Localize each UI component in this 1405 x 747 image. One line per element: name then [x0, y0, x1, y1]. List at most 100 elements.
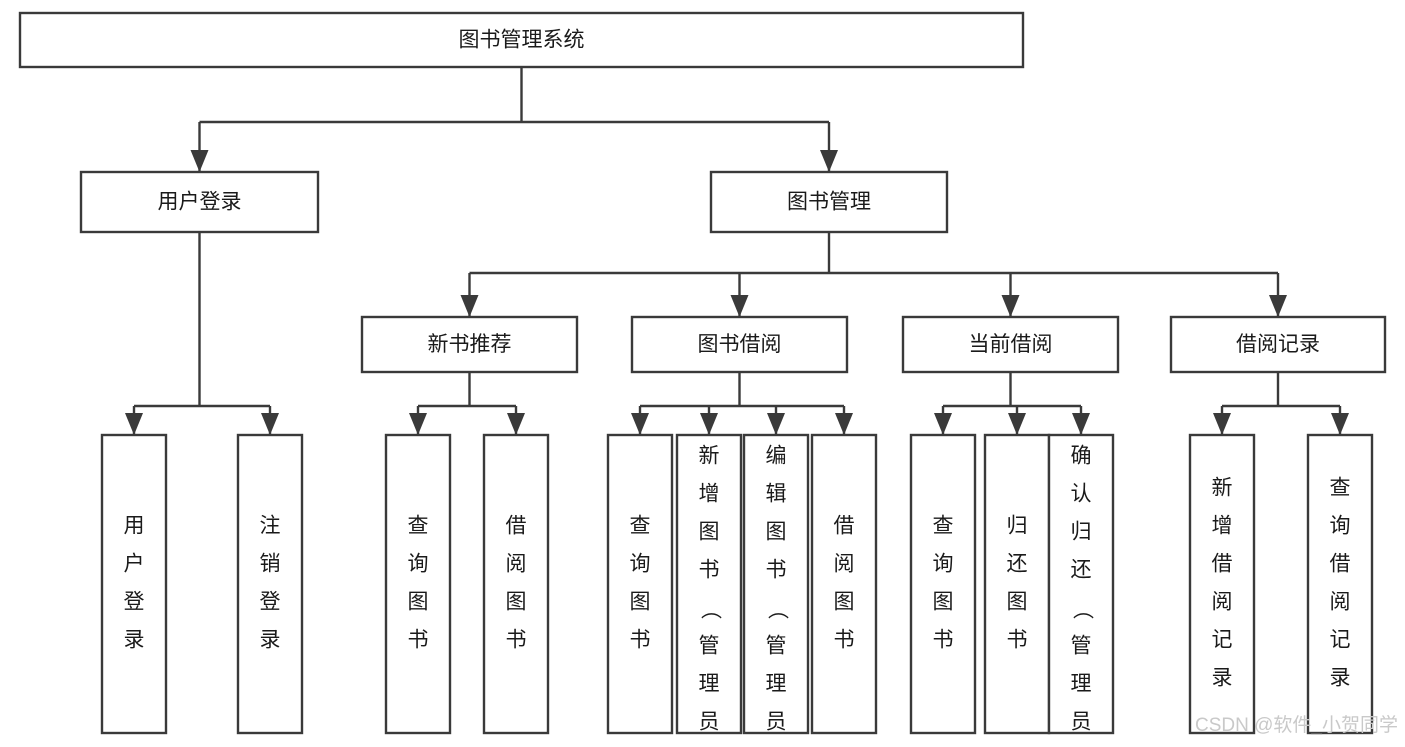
- node-box: [983, 433, 1051, 735]
- connector-arrowhead: [1008, 413, 1026, 435]
- node-label-char: 用: [124, 515, 145, 538]
- node-label-char: 录: [1212, 667, 1233, 690]
- node-box: [742, 433, 810, 735]
- node-label: 借阅记录: [1236, 333, 1320, 356]
- node-label-char: 询: [1330, 515, 1351, 538]
- node-box: [709, 170, 949, 234]
- node-label-char: 还: [1007, 553, 1028, 576]
- connector-arrowhead: [507, 413, 525, 435]
- connector-arrowhead: [700, 413, 718, 435]
- node-level2-当前借阅-2[interactable]: 当前借阅: [901, 315, 1120, 374]
- node-label-char: 管: [699, 635, 720, 658]
- node-label-char: 书: [630, 629, 651, 652]
- connector-arrowhead: [934, 413, 952, 435]
- node-box: [675, 433, 743, 735]
- node-leaf-用户登录-0[interactable]: 用户登录: [100, 433, 168, 735]
- node-label-char: 查: [630, 515, 651, 538]
- connector-arrowhead: [409, 413, 427, 435]
- node-label-char: 阅: [1330, 591, 1351, 614]
- node-label-char: 归: [1071, 521, 1092, 544]
- node-label-char: 记: [1212, 629, 1233, 652]
- node-label-char: 书: [1007, 629, 1028, 652]
- node-box: [1047, 433, 1115, 735]
- node-box: [909, 433, 977, 735]
- node-label-char: 增: [699, 483, 720, 506]
- node-label-char: 理: [699, 673, 720, 696]
- node-label-char: 辑: [766, 483, 787, 506]
- node-label-char: 查: [1330, 477, 1351, 500]
- connector-arrowhead: [1269, 295, 1287, 317]
- node-label: 新书推荐: [428, 333, 512, 356]
- connector-arrowhead: [261, 413, 279, 435]
- node-level1-用户登录-0[interactable]: 用户登录: [79, 170, 320, 234]
- connector-arrowhead: [1331, 413, 1349, 435]
- node-box: [79, 170, 320, 234]
- node-label-char: 图: [1007, 591, 1028, 614]
- connector-layer: [125, 67, 1349, 435]
- connector-arrowhead: [1001, 295, 1020, 317]
- node-label-char: 管: [766, 635, 787, 658]
- node-box: [482, 433, 550, 735]
- node-label-char: 编: [766, 445, 787, 468]
- node-label: 图书借阅: [698, 333, 782, 356]
- node-label-char: 书: [834, 629, 855, 652]
- node-label: 图书管理系统: [459, 29, 585, 52]
- node-label-char: 书: [933, 629, 954, 652]
- node-label-char: 询: [630, 553, 651, 576]
- node-layer: 图书管理系统用户登录图书管理新书推荐图书借阅当前借阅借阅记录用户登录注销登录查询…: [18, 11, 1387, 747]
- node-label-char: 员: [766, 711, 787, 734]
- node-label-char: 还: [1071, 559, 1092, 582]
- node-label-char: 图: [630, 591, 651, 614]
- node-label-char: 借: [1212, 553, 1233, 576]
- node-label: 当前借阅: [969, 333, 1053, 356]
- node-box: [1306, 433, 1374, 735]
- node-label-char: 借: [506, 515, 527, 538]
- node-level2-图书借阅-1[interactable]: 图书借阅: [630, 315, 849, 374]
- node-level1-图书管理-1[interactable]: 图书管理: [709, 170, 949, 234]
- node-level2-借阅记录-3[interactable]: 借阅记录: [1169, 315, 1387, 374]
- node-label-char: 员: [1071, 711, 1092, 734]
- connector-arrowhead: [1213, 413, 1231, 435]
- node-label-char: 注: [260, 515, 281, 538]
- node-label-char: 查: [408, 515, 429, 538]
- node-label-char: 阅: [834, 553, 855, 576]
- connector-arrowhead: [460, 295, 479, 317]
- node-box: [901, 315, 1120, 374]
- node-label-char: 登: [260, 591, 281, 614]
- node-label-char: 阅: [506, 553, 527, 576]
- node-label: 图书管理: [787, 191, 871, 214]
- node-box: [384, 433, 452, 735]
- node-label-char: 认: [1071, 483, 1092, 506]
- node-label-char: （: [698, 599, 721, 620]
- connector-arrowhead: [730, 295, 749, 317]
- node-level2-新书推荐-0[interactable]: 新书推荐: [360, 315, 579, 374]
- node-box: [630, 315, 849, 374]
- node-label-char: 图: [408, 591, 429, 614]
- connector-arrowhead: [1072, 413, 1090, 435]
- node-label-char: 理: [1071, 673, 1092, 696]
- node-label-char: 员: [699, 711, 720, 734]
- node-label-char: 录: [260, 629, 281, 652]
- node-label-char: 确: [1071, 445, 1092, 468]
- node-label-char: 借: [1330, 553, 1351, 576]
- node-label-char: 户: [124, 553, 145, 576]
- node-root-图书管理系统-0[interactable]: 图书管理系统: [18, 11, 1025, 69]
- node-label-char: 书: [699, 559, 720, 582]
- node-label-char: 增: [1212, 515, 1233, 538]
- node-label-char: 阅: [1212, 591, 1233, 614]
- node-label-char: 新: [699, 445, 720, 468]
- node-box: [236, 433, 304, 735]
